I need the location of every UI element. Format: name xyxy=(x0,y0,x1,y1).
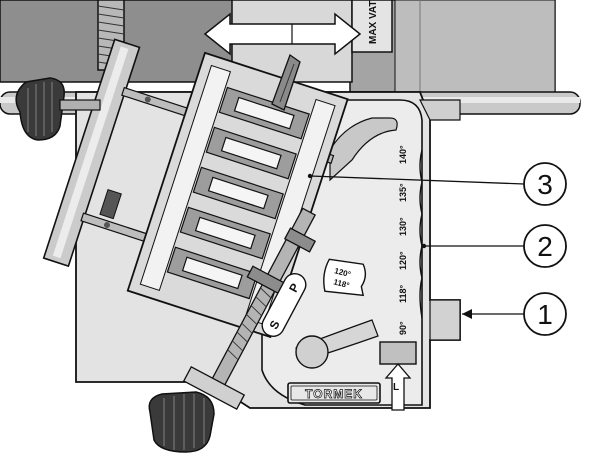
drill-bit xyxy=(271,53,301,111)
angle-mark-130: 130° xyxy=(398,217,408,236)
angle-badge: 120° 118° xyxy=(323,258,367,297)
angle-mark-118: 118° xyxy=(398,284,408,303)
bottom-knob xyxy=(148,391,215,453)
callout-3-circle xyxy=(523,162,567,206)
callout-1-number: 1 xyxy=(537,299,553,330)
left-knob xyxy=(15,77,101,141)
angle-mark-140: 140° xyxy=(398,145,408,164)
callout-2-number: 2 xyxy=(537,231,553,262)
tormek-logo: TORMEK xyxy=(287,382,381,404)
brand-label: TORMEK xyxy=(305,387,363,401)
callout-3-number: 3 xyxy=(537,169,553,200)
max-vatt-label: MAX VATT xyxy=(368,0,379,44)
letter-l: L xyxy=(393,382,399,393)
up-arrow-icon xyxy=(384,363,412,411)
angle-mark-135: 135° xyxy=(398,183,408,202)
badge-angle-top: 120° xyxy=(333,266,351,279)
callouts: 3 2 1 xyxy=(307,162,567,336)
sp-marking-plate: S P xyxy=(261,272,307,338)
callout-1-circle xyxy=(523,292,567,336)
angle-mark-90: 90° xyxy=(398,321,408,335)
angle-mark-120: 120° xyxy=(398,251,408,270)
double-arrow-icon xyxy=(203,12,362,56)
callout-2-circle xyxy=(523,224,567,268)
adjustment-screw xyxy=(182,207,317,411)
badge-angle-bottom: 118° xyxy=(332,277,350,290)
stop-block: L xyxy=(379,341,417,411)
angle-scale: 140° 135° 130° 120° 118° 90° xyxy=(398,145,423,335)
drill-clamp-assembly xyxy=(42,38,349,339)
